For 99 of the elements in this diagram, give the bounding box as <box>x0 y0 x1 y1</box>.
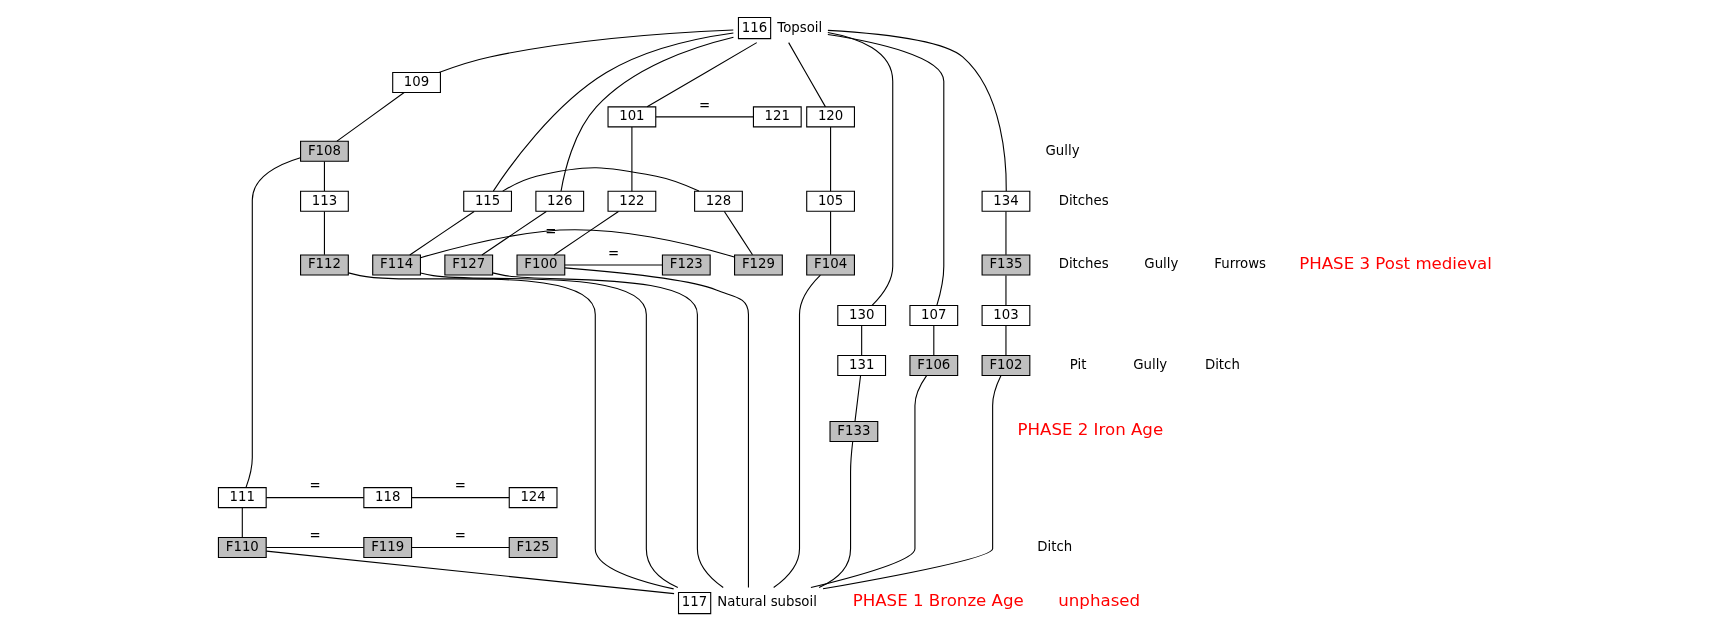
connector <box>336 92 405 142</box>
node-box: F119 <box>363 537 413 559</box>
connector <box>492 272 724 588</box>
label: PHASE 3 Post medieval <box>1299 253 1492 273</box>
connector <box>564 264 663 266</box>
node-box: 116 <box>737 16 772 40</box>
node-box: F108 <box>300 140 349 162</box>
connector <box>827 32 894 307</box>
node-box: F129 <box>734 254 783 276</box>
node-box: F112 <box>300 254 349 276</box>
node-box: F104 <box>806 254 855 276</box>
node-box: F125 <box>508 537 558 559</box>
node-box: 109 <box>392 71 441 93</box>
connector <box>773 274 821 588</box>
node-box: F127 <box>444 254 494 276</box>
edge-label: = <box>454 528 466 544</box>
connector <box>827 34 945 306</box>
connector <box>411 497 510 499</box>
connector <box>933 325 935 356</box>
connector <box>822 375 1002 590</box>
connector <box>347 272 675 590</box>
label: Ditch <box>1204 356 1240 372</box>
node-box: 105 <box>806 190 855 212</box>
connector <box>438 29 734 73</box>
node-box: F110 <box>217 537 267 559</box>
node-box: F102 <box>981 354 1031 377</box>
node-box: 131 <box>837 354 887 377</box>
label: Pit <box>1069 356 1087 372</box>
label: PHASE 2 Iron Age <box>1017 420 1164 440</box>
connector <box>419 229 735 259</box>
connector <box>265 547 365 549</box>
connector <box>323 161 325 192</box>
node-box: 103 <box>981 305 1031 327</box>
connector <box>827 29 1007 192</box>
node-box: 120 <box>806 106 855 128</box>
label: Gully <box>1133 356 1168 372</box>
edge-label: = <box>608 245 620 261</box>
connector <box>492 32 734 192</box>
node-box: 134 <box>981 190 1031 212</box>
connector <box>553 210 620 256</box>
connector <box>241 507 243 538</box>
node-box: 101 <box>607 106 657 128</box>
edge-label: = <box>699 97 711 113</box>
node-box: 118 <box>363 487 413 509</box>
node-box: 115 <box>463 190 513 212</box>
connector <box>560 36 734 192</box>
connector <box>646 42 758 108</box>
connector <box>1005 274 1007 307</box>
node-box: F114 <box>372 254 421 276</box>
node-box: F135 <box>981 254 1031 276</box>
connector <box>265 550 675 595</box>
node-label: Natural subsoil <box>717 594 817 610</box>
connector <box>854 375 862 422</box>
connector <box>830 126 832 192</box>
connector <box>723 210 754 256</box>
connector <box>564 267 749 589</box>
connector <box>419 272 679 588</box>
node-box: 121 <box>752 106 802 128</box>
node-box: F100 <box>516 254 566 276</box>
label: Furrows <box>1214 256 1267 272</box>
label: unphased <box>1058 591 1141 611</box>
edge-label: = <box>454 478 466 494</box>
label: Ditches <box>1058 256 1109 272</box>
connector <box>861 325 863 356</box>
connector <box>631 126 633 192</box>
connector <box>265 497 365 499</box>
node-label: Topsoil <box>777 19 823 35</box>
node-box: F123 <box>661 254 711 276</box>
node-box: 128 <box>694 190 743 212</box>
connector <box>655 116 754 118</box>
label: PHASE 1 Bronze Age <box>852 591 1024 611</box>
label: Gully <box>1144 256 1179 272</box>
connector <box>830 210 832 256</box>
connector <box>788 42 827 108</box>
node-box: 130 <box>837 305 887 327</box>
label: Gully <box>1045 142 1080 158</box>
edge-label: = <box>309 478 321 494</box>
node-box: 113 <box>300 190 349 212</box>
connector <box>810 375 928 589</box>
node-box: 117 <box>677 591 712 615</box>
label: Ditch <box>1037 538 1073 554</box>
node-box: 111 <box>217 487 267 509</box>
connector <box>502 167 700 192</box>
label: Ditches <box>1058 192 1109 208</box>
node-box: F106 <box>909 354 959 377</box>
connector <box>411 547 510 549</box>
node-box: 107 <box>909 305 959 327</box>
connector <box>323 210 325 256</box>
connector <box>481 210 547 256</box>
edge-label: = <box>309 528 321 544</box>
node-box: F133 <box>829 421 879 443</box>
connector <box>245 157 301 488</box>
node-box: 122 <box>607 190 657 212</box>
connector <box>818 441 854 588</box>
connector <box>409 210 475 256</box>
node-box: 124 <box>508 487 558 509</box>
connector <box>1005 210 1007 256</box>
connector <box>1005 325 1007 356</box>
node-box: 126 <box>535 190 585 212</box>
